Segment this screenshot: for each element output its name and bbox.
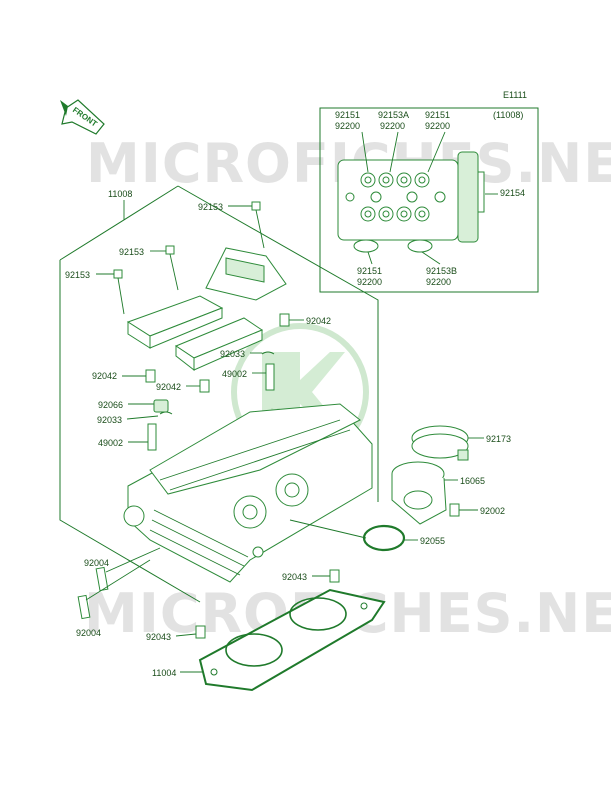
part-92042-right: 92042 bbox=[306, 316, 331, 326]
part-16065: 16065 bbox=[460, 476, 485, 486]
cylinder-head-top-view bbox=[337, 151, 485, 253]
bolt-92153-mid bbox=[165, 245, 179, 291]
clip-92033-right bbox=[261, 351, 275, 355]
main-frame bbox=[177, 185, 379, 502]
part-92151-a: 92151 bbox=[335, 110, 360, 120]
front-arrow-icon: FRONT bbox=[60, 99, 105, 135]
part-11004: 11004 bbox=[152, 668, 176, 678]
dowel-92042-left bbox=[145, 369, 156, 383]
bolt-92153-left bbox=[113, 269, 125, 315]
dowel-92043-left bbox=[195, 625, 206, 639]
part-92153a: 92153A bbox=[378, 110, 409, 120]
part-92200-b: 92200 bbox=[380, 121, 405, 131]
part-92033-left: 92033 bbox=[97, 415, 122, 425]
diagram-code: E1111 bbox=[503, 90, 527, 100]
part-92055: 92055 bbox=[420, 536, 445, 546]
part-11008-inset: (11008) bbox=[493, 110, 523, 120]
part-49002-left: 49002 bbox=[98, 438, 123, 448]
part-92043-right: 92043 bbox=[282, 572, 307, 582]
part-11008-main: 11008 bbox=[108, 189, 132, 199]
part-49002-right: 49002 bbox=[222, 369, 247, 379]
part-92151-c: 92151 bbox=[357, 266, 382, 276]
carburetor-holder-16065 bbox=[391, 461, 447, 525]
guide-49002-left bbox=[147, 423, 157, 451]
guide-49002-right bbox=[265, 363, 275, 391]
part-92153b: 92153B bbox=[426, 266, 457, 276]
part-92042-center: 92042 bbox=[156, 382, 181, 392]
part-92042-left: 92042 bbox=[92, 371, 117, 381]
part-92043-left: 92043 bbox=[146, 632, 171, 642]
dowel-92042-right bbox=[279, 313, 290, 327]
inset-frame bbox=[319, 107, 539, 293]
head-gasket-11004 bbox=[198, 588, 386, 692]
dowel-92043-right bbox=[329, 569, 340, 583]
part-92153-top: 92153 bbox=[198, 202, 223, 212]
part-92200-a: 92200 bbox=[335, 121, 360, 131]
part-92066: 92066 bbox=[98, 400, 123, 410]
dowel-92042-center bbox=[199, 379, 210, 393]
part-92200-d: 92200 bbox=[357, 277, 382, 287]
part-92151-b: 92151 bbox=[425, 110, 450, 120]
part-92002: 92002 bbox=[480, 506, 505, 516]
camshaft-caps bbox=[126, 247, 287, 372]
part-92153-left: 92153 bbox=[65, 270, 90, 280]
stud-92004-bottom bbox=[77, 594, 91, 620]
part-92153-mid: 92153 bbox=[119, 247, 144, 257]
o-ring-92055 bbox=[362, 524, 406, 552]
plug-92066 bbox=[153, 399, 169, 413]
part-92200-c: 92200 bbox=[425, 121, 450, 131]
cylinder-head-body bbox=[123, 403, 373, 583]
part-92004-top: 92004 bbox=[84, 558, 109, 568]
bolt-92153-top bbox=[251, 201, 265, 249]
bolt-92002 bbox=[449, 503, 460, 517]
stud-92004-top bbox=[95, 566, 109, 592]
part-92033-right: 92033 bbox=[220, 349, 245, 359]
part-92004-bottom: 92004 bbox=[76, 628, 101, 638]
part-92173: 92173 bbox=[486, 434, 511, 444]
part-92200-e: 92200 bbox=[426, 277, 451, 287]
part-92154: 92154 bbox=[500, 188, 525, 198]
